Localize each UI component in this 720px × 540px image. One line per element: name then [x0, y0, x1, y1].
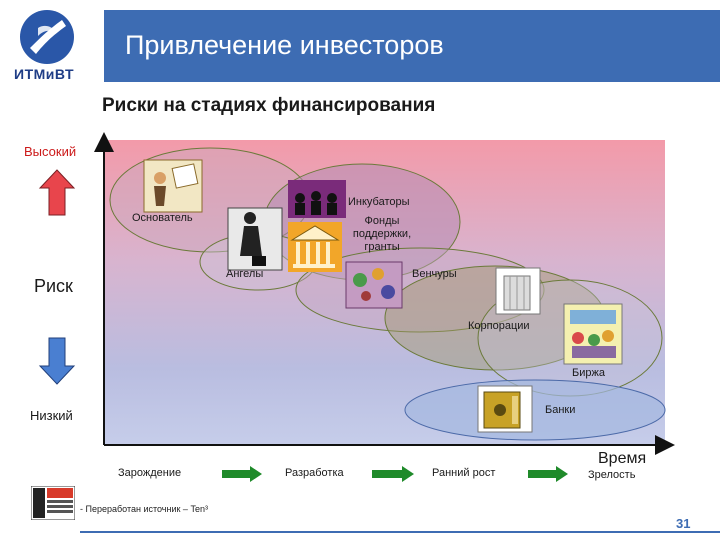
funds-label: Фонды поддержки, гранты — [352, 215, 412, 253]
angels-label: Ангелы — [226, 268, 264, 280]
slide-subtitle: Риски на стадиях финансирования — [102, 95, 436, 116]
banks-label: Банки — [545, 404, 576, 416]
ten3-logo-icon — [31, 486, 75, 520]
stage-arrow-1-icon — [222, 466, 262, 482]
low-risk-arrow-icon — [38, 337, 76, 385]
bottom-divider — [80, 531, 720, 533]
risk-label: Риск — [34, 276, 73, 296]
exchange-label: Биржа — [572, 367, 605, 379]
footnote: - Переработан источник – Ten³ — [80, 504, 208, 514]
stage-arrow-2-icon — [372, 466, 414, 482]
stage-label-1: Зарождение — [118, 467, 182, 479]
corporations-label: Корпорации — [468, 320, 530, 332]
logo-text: ИТМиВТ — [14, 66, 75, 82]
page-number: 31 — [676, 516, 691, 531]
stage-label-2: Разработка — [285, 467, 344, 479]
risk-low-label: Низкий — [30, 408, 73, 423]
time-label: Время — [598, 450, 647, 467]
stage-arrow-3-icon — [528, 466, 568, 482]
title-band — [104, 10, 720, 82]
risk-high-label: Высокий — [24, 144, 77, 159]
chart-background — [104, 140, 665, 445]
itmivt-logo-icon — [20, 10, 74, 64]
header: ИТМиВТ Привлечение инвесторов — [0, 0, 720, 88]
incubators-label: Инкубаторы — [348, 196, 410, 208]
stage-label-3: Ранний рост — [432, 467, 496, 479]
founder-label: Основатель — [132, 212, 193, 224]
high-risk-arrow-icon — [38, 169, 76, 216]
ventures-label: Венчуры — [412, 268, 457, 280]
page-title: Привлечение инвесторов — [125, 30, 444, 60]
stage-label-4: Зрелость — [588, 469, 636, 481]
